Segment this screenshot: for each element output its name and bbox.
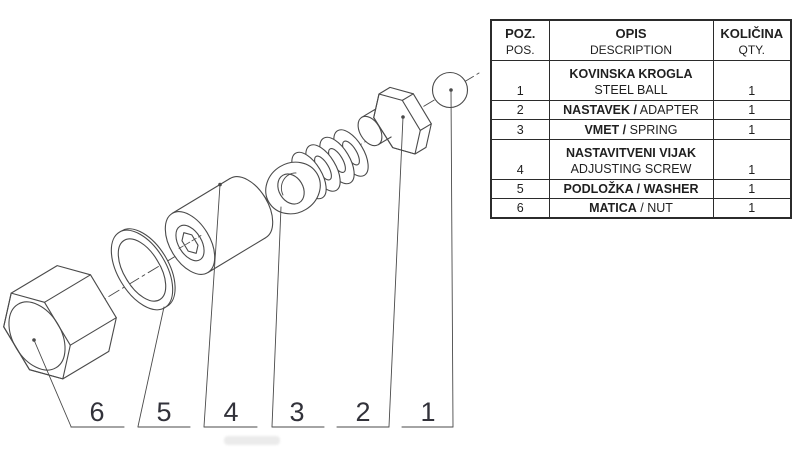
watermark-smudge (224, 436, 280, 445)
callout-labels: 6 5 4 3 2 1 (89, 397, 435, 427)
header-qty-en: QTY. (738, 42, 765, 57)
pos-cell: 5 (490, 179, 550, 199)
col-header-qty: KOLIČINA QTY. (712, 19, 792, 61)
pos-cell: 3 (490, 119, 550, 140)
part-name-en: ADJUSTING SCREW (570, 162, 692, 176)
header-desc-en: DESCRIPTION (589, 42, 672, 57)
qty-cell: 1 (712, 60, 792, 101)
description-cell: KOVINSKA KROGLA STEEL BALL (548, 60, 714, 101)
callout-label-1: 1 (420, 397, 435, 427)
part-name-en: SPRING (629, 122, 678, 137)
part-adapter (357, 86, 432, 155)
table-header-row: POZ. POS. OPIS DESCRIPTION KOLIČINA QTY. (490, 19, 792, 61)
table-row-1: 1 KOVINSKA KROGLA STEEL BALL 1 (490, 60, 792, 101)
description-cell: MATICA / NUT (548, 198, 714, 219)
pos-cell: 6 (490, 198, 550, 219)
part-name-en: ADAPTER (639, 103, 699, 117)
qty-cell: 1 (712, 119, 792, 140)
qty-cell: 1 (712, 100, 792, 120)
part-spring (265, 129, 369, 215)
col-header-description: OPIS DESCRIPTION (548, 19, 714, 61)
parts-table: POZ. POS. OPIS DESCRIPTION KOLIČINA QTY.… (490, 19, 792, 219)
part-washer (110, 228, 176, 311)
table-row-6: 6 MATICA / NUT 1 (490, 198, 792, 219)
pos-cell: 1 (490, 60, 550, 101)
header-pos-sl: POZ. (505, 25, 536, 41)
header-qty-sl: KOLIČINA (720, 25, 784, 41)
table-row-5: 5 PODLOŽKA / WASHER 1 (490, 179, 792, 199)
part-name-sl: NASTAVITVENI VIJAK (565, 146, 697, 160)
pos-cell: 4 (490, 139, 550, 180)
part-adjusting-screw (164, 176, 274, 275)
header-desc-sl: OPIS (615, 25, 647, 41)
hex-socket (181, 232, 199, 254)
table-row-3: 3 VMET / SPRING 1 (490, 119, 792, 140)
qty-cell: 1 (712, 198, 792, 219)
part-nut (3, 265, 117, 380)
callout-label-4: 4 (223, 397, 238, 427)
qty-cell: 1 (712, 139, 792, 180)
callout-label-6: 6 (89, 397, 104, 427)
col-header-pos: POZ. POS. (490, 19, 550, 61)
callout-label-2: 2 (355, 397, 370, 427)
description-cell: NASTAVEK / ADAPTER (548, 100, 714, 120)
description-cell: VMET / SPRING (548, 119, 714, 140)
part-name-sl: KOVINSKA KROGLA (569, 67, 693, 81)
table-row-4: 4 NASTAVITVENI VIJAK ADJUSTING SCREW 1 (490, 139, 792, 180)
callout-label-5: 5 (156, 397, 171, 427)
part-name-en: STEEL BALL (594, 83, 668, 97)
part-name-sl: NASTAVEK / (563, 103, 637, 117)
leader-lines (32, 88, 454, 427)
qty-cell: 1 (712, 179, 792, 199)
part-name-sl: MATICA (589, 201, 637, 215)
pos-cell: 2 (490, 100, 550, 120)
part-name-en: / NUT (640, 201, 673, 215)
header-pos-en: POS. (505, 42, 535, 57)
description-cell: PODLOŽKA / WASHER (548, 179, 714, 199)
part-name-sl: PODLOŽKA / WASHER (563, 182, 699, 196)
callout-label-3: 3 (289, 397, 304, 427)
table-row-2: 2 NASTAVEK / ADAPTER 1 (490, 100, 792, 120)
part-name-sl: VMET / (584, 122, 627, 137)
description-cell: NASTAVITVENI VIJAK ADJUSTING SCREW (548, 139, 714, 180)
